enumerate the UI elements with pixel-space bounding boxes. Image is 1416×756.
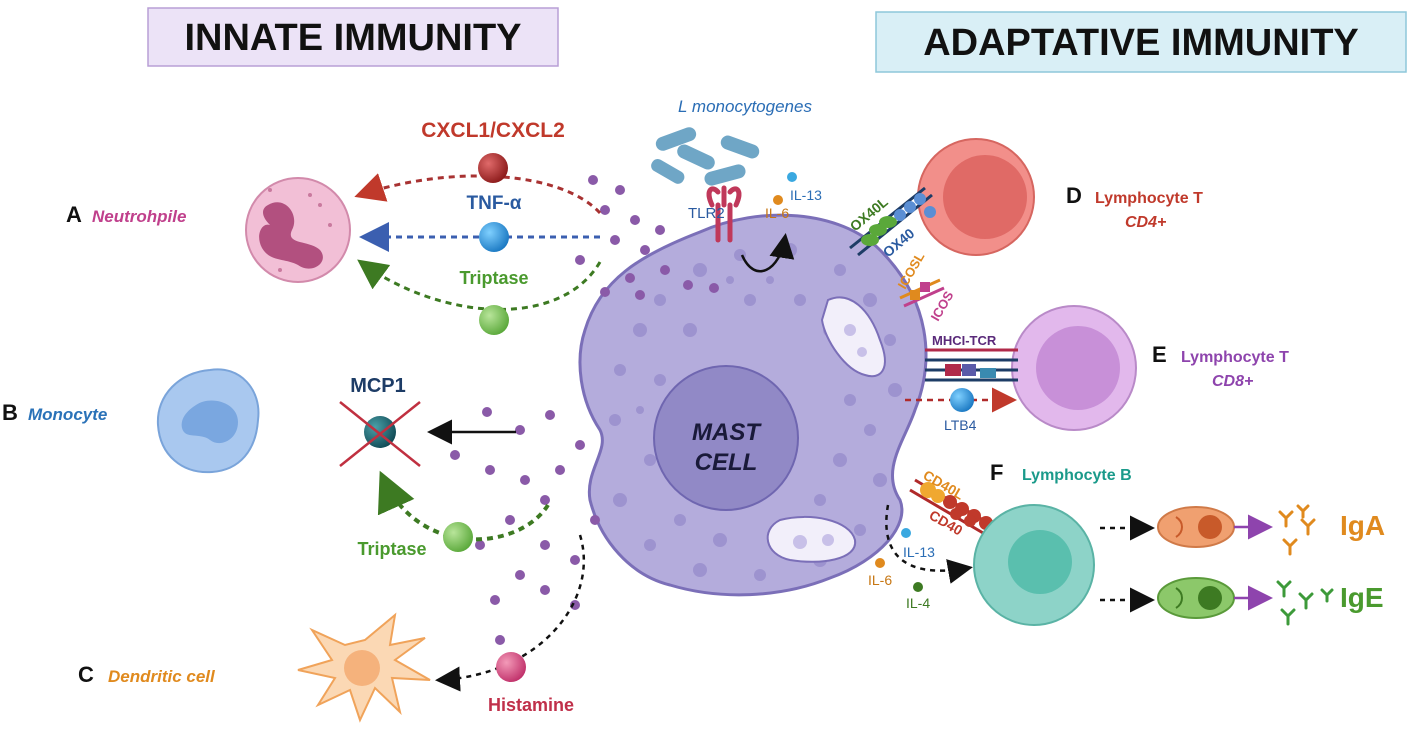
histamine-label: Histamine [488,695,574,715]
tlr2-label: TLR2 [688,205,725,222]
iga-antibodies-icon [1278,504,1316,556]
cell-d-sub: CD4+ [1125,214,1166,231]
mast-label-line2: CELL [695,449,758,476]
icos-complex-icon [899,278,945,308]
il13-top-label: IL-13 [790,187,822,203]
innate-header: INNATE IMMUNITY [147,7,559,67]
cell-d-letter: D [1066,183,1082,208]
cell-e-name: Lymphocyte T [1181,349,1289,366]
il4-dot [913,582,923,592]
cxcl-label: CXCL1/CXCL2 [421,119,565,142]
il6-top-label: IL-6 [765,205,789,221]
adaptive-header-text: ADAPTATIVE IMMUNITY [923,22,1359,64]
cell-a-name: Neutrohpile [92,207,186,226]
innate-header-text: INNATE IMMUNITY [184,17,521,59]
ige-antibodies-icon [1276,580,1334,626]
dendritic-cell [297,612,431,723]
il13-bottom-label: IL-13 [903,544,935,560]
pathogen-label: L monocytogenes [678,97,812,116]
iga-label: IgA [1340,510,1385,541]
cell-d-name: Lymphocyte T [1095,190,1203,207]
mcp1-label: MCP1 [350,375,406,397]
cd4-lymphocyte [917,138,1035,256]
cell-c-letter: C [78,662,94,687]
bacteria-icon [651,127,760,186]
cd8-lymphocyte [1011,305,1137,431]
histamine-arrow [435,534,586,692]
mhc-tcr-complex-icon [925,348,1018,382]
mast-vacuole-upper [820,296,886,378]
il6-top-dot [773,195,783,205]
cxcl-ball-icon [478,153,508,183]
triptase-arrow-a [357,259,602,311]
cxcl-arrow [354,173,602,215]
iga-plasma-cell [1157,506,1235,548]
cd40-complex-icon [909,478,1001,542]
cell-e-letter: E [1152,342,1167,367]
il13-bottom-dot [901,528,911,538]
mast-cell: MAST CELL [578,213,928,597]
cell-b-letter: B [2,400,18,425]
il6-bottom-label: IL-6 [868,572,892,588]
tnf-label: TNF-α [467,193,522,214]
b-lymphocyte [973,504,1095,626]
tnf-ball-icon [479,222,509,252]
mast-vacuole-lower [766,516,857,563]
ltb4-ball-icon [950,388,974,412]
triptase-a-label: Triptase [459,268,528,288]
ige-plasma-cell [1157,577,1235,619]
cell-a-letter: A [66,202,82,227]
cell-b-name: Monocyte [28,405,107,424]
il13-top-dot [787,172,797,182]
released-granules [450,175,719,645]
tlr2-receptor-icon [706,185,742,243]
cell-f-name: Lymphocyte B [1022,467,1132,484]
il4-label: IL-4 [906,595,930,611]
mast-label-line1: MAST [692,419,762,446]
mast-granules [609,243,902,581]
mhc-label: MHCI-TCR [932,333,997,348]
histamine-ball-icon [496,652,526,682]
ige-label: IgE [1340,582,1384,613]
triptase-a-ball-icon [479,305,509,335]
triptase-b-ball-icon [443,522,473,552]
adaptive-header: ADAPTATIVE IMMUNITY [875,11,1407,73]
tlr2-arrow [740,233,795,273]
ox40-complex-icon [849,186,936,257]
cell-c-name: Dendritic cell [108,667,216,686]
ltb4-label: LTB4 [944,417,977,433]
mast-nucleus [653,365,799,511]
il6-bottom-dot [875,558,885,568]
cell-f-letter: F [990,460,1003,485]
neutrophil-cell [245,177,351,283]
monocyte-cell [156,368,260,474]
mcp1-cross-line2 [339,401,421,467]
triptase-b-label: Triptase [357,539,426,559]
cell-e-sub: CD8+ [1212,373,1253,390]
bcell-cytokine-arrow [885,504,973,584]
